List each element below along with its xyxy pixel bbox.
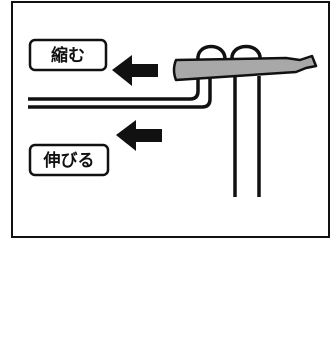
label-extend-box [28,143,110,177]
cable-lower [28,78,212,109]
arrow-left-icon [112,55,158,86]
label-shrink-text: 縮む [51,45,85,66]
label-shrink-box [28,38,108,72]
cable-upper [28,78,200,101]
arrow-left-icon [116,120,162,151]
label-extend-text: 伸びる [43,150,95,171]
loop-left [196,44,227,61]
loop-right [230,44,262,61]
diagram-frame [11,1,330,238]
label-extend: 伸びる [28,143,110,177]
label-shrink: 縮む [28,38,108,72]
device-body [172,54,318,82]
